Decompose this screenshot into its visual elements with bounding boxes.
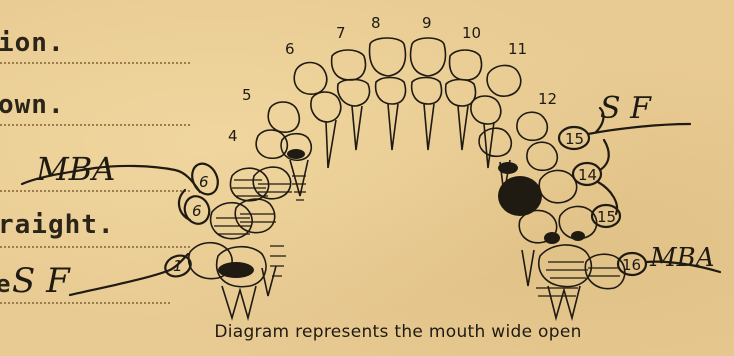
circled-number-1: 1 [173,257,183,275]
tooth-number-9: 9 [422,14,432,32]
circled-number-6a: 6 [199,173,209,191]
handwritten-initials-mba-left: MBA [35,150,115,188]
tooth-number-5: 5 [242,86,252,104]
tooth-number-10: 10 [462,24,481,42]
circled-number-16: 16 [622,256,641,274]
tooth-number-12: 12 [538,90,557,108]
tooth-number-8: 8 [371,14,381,32]
circled-number-15a: 15 [565,130,584,148]
circled-number-15b: 15 [597,208,616,226]
tooth-number-6: 6 [285,40,295,58]
tooth-number-11: 11 [508,40,527,58]
handwritten-initials-mba-right: MBA [649,243,715,273]
tooth-number-7: 7 [336,24,346,42]
tooth-number-4: 4 [228,127,238,145]
handwritten-initials-sf-left: S F [12,261,71,301]
circled-number-14: 14 [578,166,597,184]
circled-number-6b: 6 [192,202,202,220]
diagram-caption: Diagram represents the mouth wide open [172,322,624,342]
handwritten-initials-sf-right: S F [600,91,652,126]
upper-dental-arch [189,38,625,318]
